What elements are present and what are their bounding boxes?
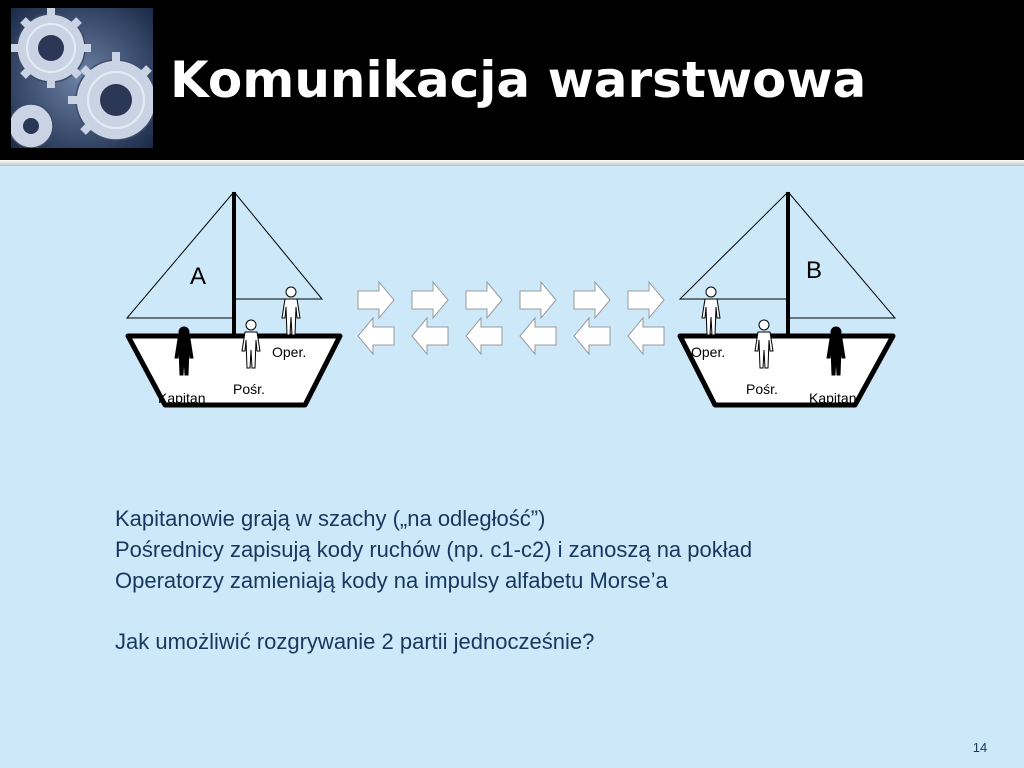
page-title: Komunikacja warstwowa	[170, 51, 867, 109]
arrow-right-4	[519, 280, 557, 320]
ship-b-sail-left	[678, 191, 788, 300]
header-divider	[0, 160, 1024, 166]
page-number: 14	[972, 740, 988, 755]
arrow-right-1	[357, 280, 395, 320]
ship-a-sail-right	[234, 191, 324, 300]
arrows-right	[357, 280, 665, 320]
ship-b-operator-label: Oper.	[691, 344, 725, 360]
arrow-left-1	[357, 316, 395, 356]
slide-body: Kapitanowie grają w szachy („na odległoś…	[115, 503, 995, 657]
arrow-right-5	[573, 280, 611, 320]
body-line-1: Kapitanowie grają w szachy („na odległoś…	[115, 506, 546, 531]
ship-a-sail	[125, 191, 234, 319]
operator-a-icon	[281, 286, 301, 336]
ship-a-operator-label: Oper.	[272, 344, 306, 360]
arrows-left	[357, 316, 665, 356]
arrow-right-2	[411, 280, 449, 320]
ship-a: A Kapitan Pośr. Oper.	[125, 191, 343, 408]
ship-a-captain-label: Kapitan	[158, 390, 205, 406]
ship-b-sail	[788, 191, 897, 319]
gears-logo-icon	[11, 8, 153, 148]
ship-a-intermediary-label: Pośr.	[233, 381, 265, 397]
arrow-left-6	[627, 316, 665, 356]
arrow-left-4	[519, 316, 557, 356]
ship-b: B Kapitan Pośr. Oper.	[677, 191, 897, 408]
ship-a-name: A	[190, 263, 206, 290]
arrow-right-6	[627, 280, 665, 320]
body-question: Jak umożliwić rozgrywanie 2 partii jedno…	[115, 629, 595, 654]
operator-b-icon	[701, 286, 721, 336]
arrow-right-3	[465, 280, 503, 320]
ship-b-captain-label: Kapitan	[809, 390, 856, 406]
slide-header: Komunikacja warstwowa	[0, 0, 1024, 160]
body-line-3: Operatorzy zamieniają kody na impulsy al…	[115, 568, 668, 593]
arrow-left-3	[465, 316, 503, 356]
arrow-left-2	[411, 316, 449, 356]
ships-diagram: A Kapitan Pośr. Oper. B Kapitan Pośr. Op…	[125, 191, 897, 408]
ship-b-name: B	[806, 257, 822, 284]
body-line-2: Pośrednicy zapisują kody ruchów (np. c1-…	[115, 537, 753, 562]
arrow-left-5	[573, 316, 611, 356]
ship-b-intermediary-label: Pośr.	[746, 381, 778, 397]
